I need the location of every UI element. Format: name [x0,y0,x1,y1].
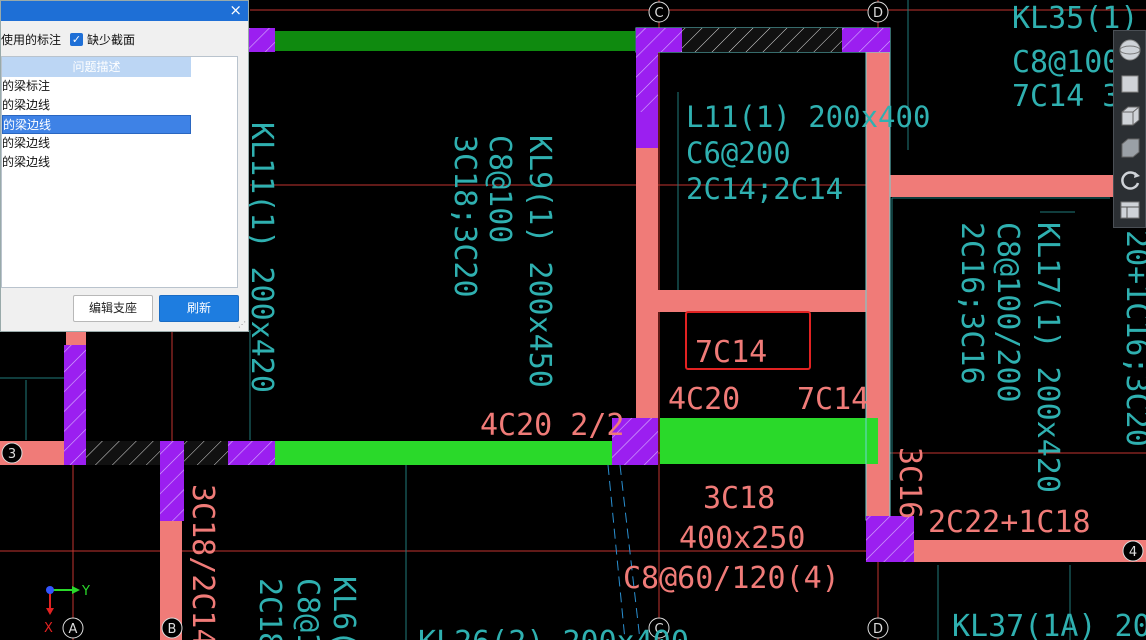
option-used-label: 使用的标注 [1,33,62,47]
right-3c16-text: 3C16 [892,447,927,519]
green-beams[interactable] [275,31,878,465]
kl11-text: KL11(1) 200x420 [244,122,279,393]
boxed-7c14-text: 7C14 [695,335,767,370]
l11-text-3: 2C14;2C14 [686,172,843,206]
bottom-4c20-text: 4C20 2/2 [480,408,625,443]
kl6-text-1: KL6( [326,576,361,640]
issue-list-header[interactable]: 问题描述 [2,57,191,77]
axis-label-bottom-d: D [873,622,883,637]
kl6-text-2: C8@1 [290,578,325,640]
l11-text-1: L11(1) 200x400 [686,100,930,134]
kl9-text-1: KL9(1) 200x450 [522,135,557,388]
list-item[interactable]: 的梁标注 [2,79,51,93]
kl37-text: KL37(1A) 200x [952,609,1146,640]
panel-titlebar[interactable]: × [1,1,248,21]
cube-view-icon[interactable] [1117,103,1143,129]
axis-label-left-3: 3 [8,447,16,462]
construction-lines [0,0,1110,640]
bottom-3c18-text: 3C18 [703,481,775,516]
list-item[interactable]: 的梁边线 [2,155,51,169]
highlight-box [685,311,811,370]
kl9-text-3: 3C18;3C20 [447,135,482,298]
kl26-text: KL26(2) 200x400 [418,625,689,640]
mid-7c14-text: 7C14 [797,382,869,417]
rotate-icon[interactable] [1117,167,1143,193]
list-item-selected[interactable]: 的梁边线 [2,115,191,134]
refresh-button[interactable]: 刷新 [159,295,239,322]
missing-section-checkbox[interactable]: ✓ [70,33,84,46]
list-item[interactable]: 的梁边线 [2,136,51,150]
kl17-text-1: KL17(1) 200x420 [1030,222,1065,493]
bottom-stirrup-text: C8@60/120(4) [623,561,840,596]
view-3d-icon[interactable] [1117,71,1143,97]
ucs-x-label: X [44,621,53,636]
list-item[interactable]: 的梁边线 [2,98,51,112]
axis-label-bottom-c: C [654,622,663,637]
issue-panel: × 使用的标注 ✓ 缺少截面 问题描述 的梁标注 的梁边线 的梁边线 的梁边线 … [0,0,249,332]
kl17-text-3: 2C16;3C16 [954,222,989,385]
kl17-text-2: C8@100/200 [990,222,1025,403]
right-edge-text: C20+1C16;3C20 [1119,212,1146,447]
kl35-text-2: C8@100 [1012,45,1120,80]
mid-4c20-text: 4C20 [668,382,740,417]
ucs-icon: Y X [44,584,90,636]
axis-label-top-d: D [873,6,883,21]
axis-label-bottom-a: A [69,622,78,637]
ucs-y-label: Y [81,584,90,599]
resize-grip-icon[interactable]: ⋰ [238,320,246,329]
axis-label-top-c: C [654,6,663,21]
issue-list[interactable]: 问题描述 的梁标注 的梁边线 的梁边线 的梁边线 的梁边线 [1,56,238,288]
bottom-left-vert-text: 3C18/2C14 [185,484,220,640]
options-row: 使用的标注 ✓ 缺少截面 [1,31,135,48]
option-missing-label: 缺少截面 [87,33,136,47]
bottom-left-vert-text-2: 2C18 [252,578,287,640]
view-toolbar [1113,30,1146,228]
axis-label-right-4: 4 [1129,545,1137,560]
l11-text-2: C6@200 [686,136,791,170]
box-view-icon[interactable] [1117,135,1143,161]
bottom-size-text: 400x250 [679,521,805,556]
orbit-sphere-icon[interactable] [1117,37,1143,63]
kl9-text-2: C8@100 [482,135,517,243]
axis-label-bottom-b: B [168,622,177,637]
close-icon[interactable]: × [229,1,242,19]
dashed-lines [607,464,641,640]
columns[interactable] [64,28,914,562]
grid-settings-icon[interactable] [1117,197,1143,223]
right-2c22-text: 2C22+1C18 [928,505,1091,540]
edit-support-button[interactable]: 编辑支座 [73,295,153,322]
